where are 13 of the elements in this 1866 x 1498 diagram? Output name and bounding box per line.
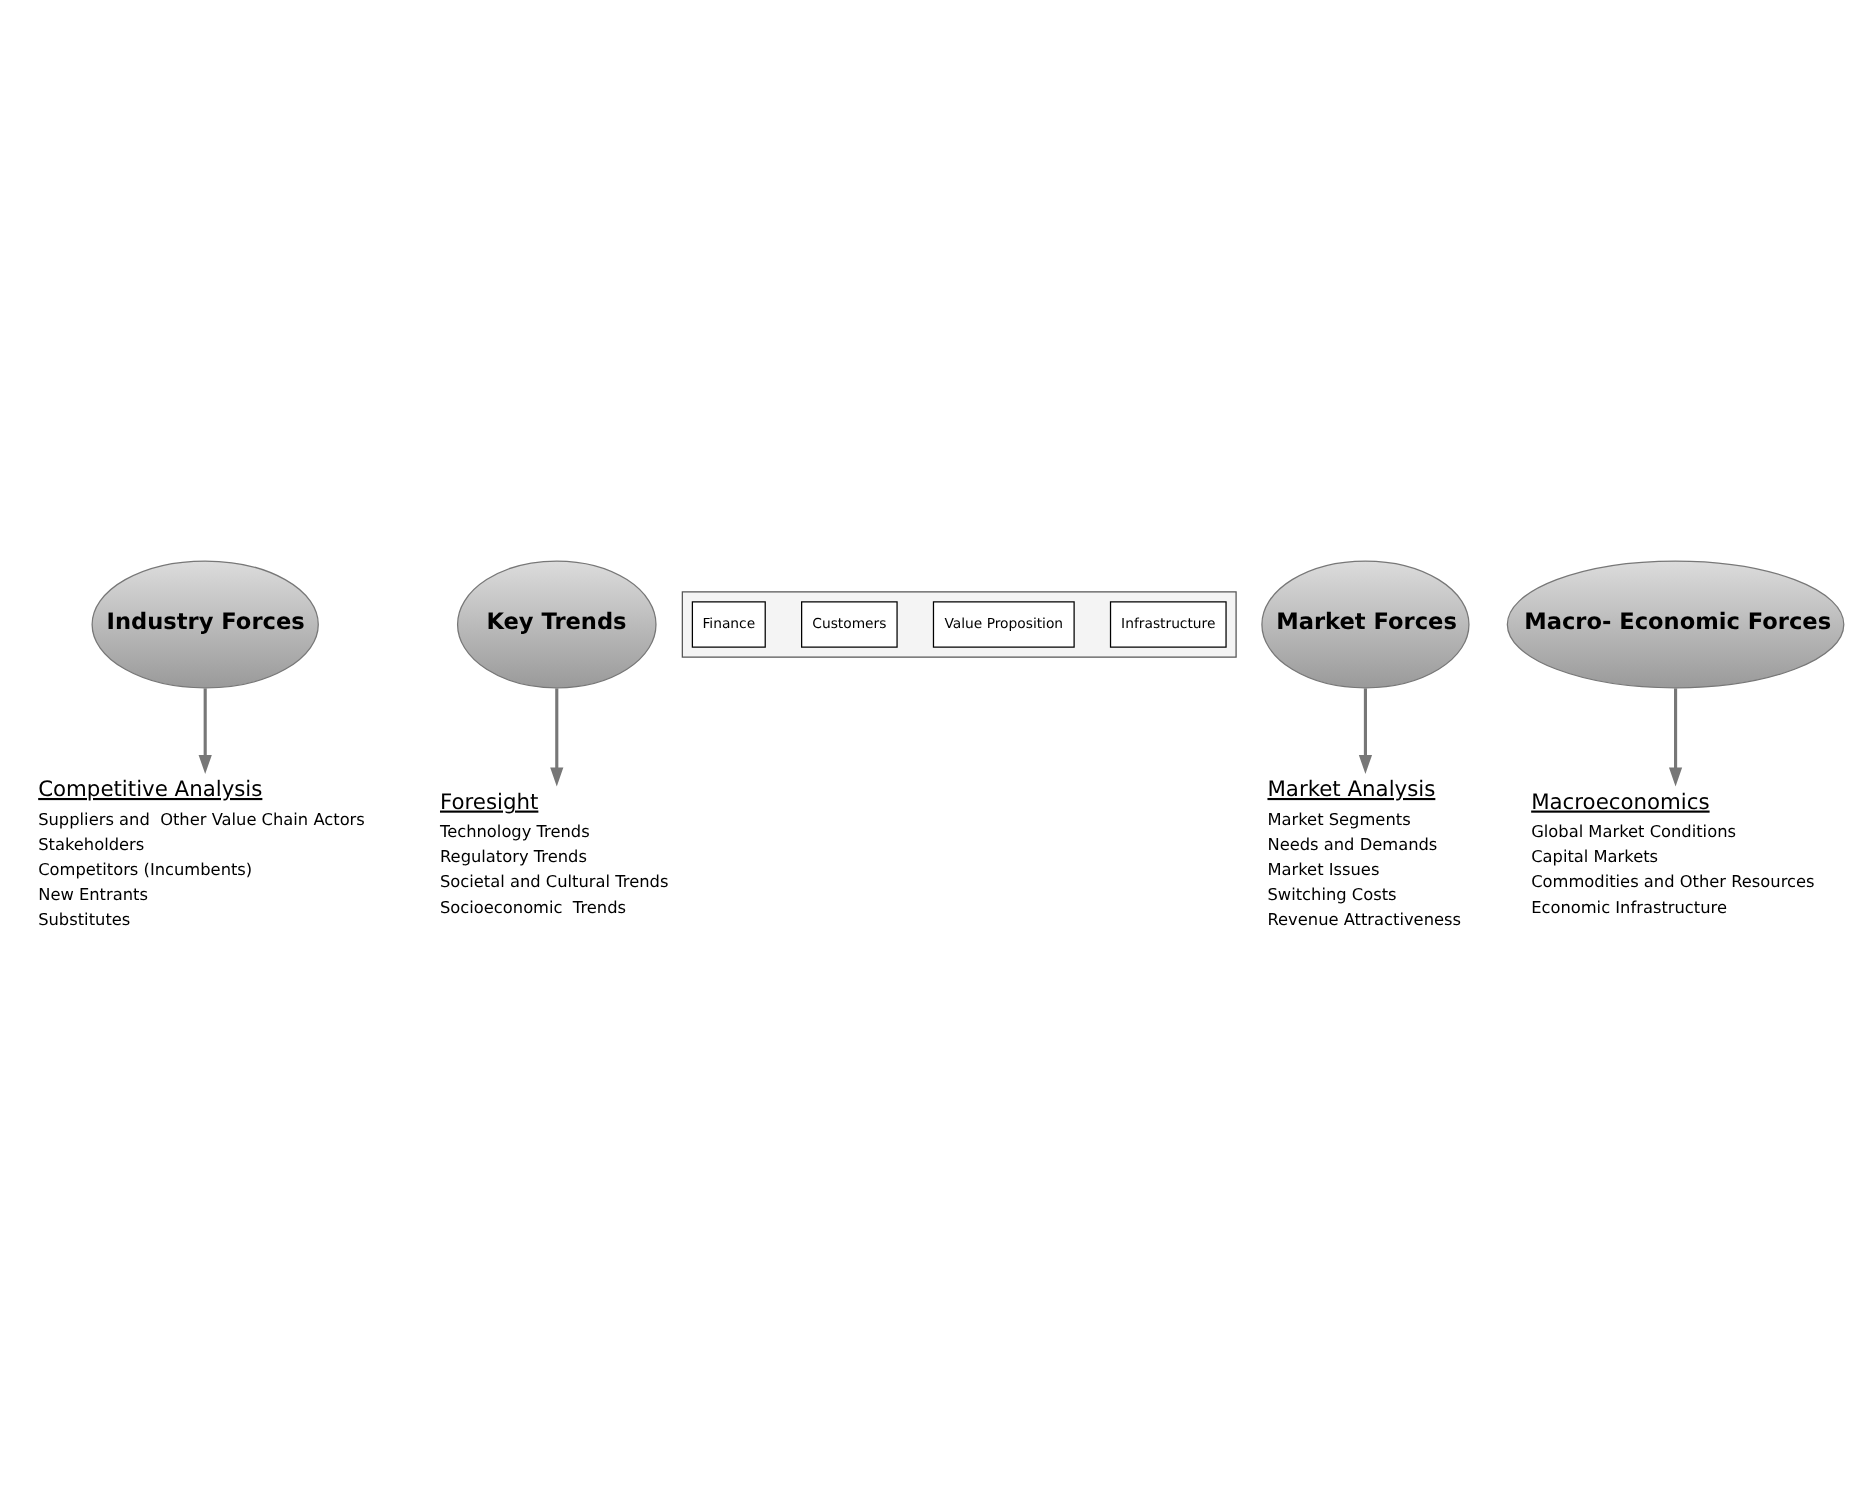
arrow [1668,687,1683,786]
node-ellipse: Market Forces [1261,559,1470,688]
cluster [681,590,1237,657]
node-text: Market Analysis Market Segments Needs and Demands Market Issues Switching Costs Revenue Attractiveness [1267,774,1462,929]
node-ellipse: Macro- Economic Forces [1506,559,1845,688]
arrow [1358,687,1373,773]
arrow [198,687,212,773]
node-text: Competitive Analysis Suppliers and Other Value Chain Actors Stakeholders Competitors (Incumbents) New Entrants Substitutes [38,774,365,929]
node-ellipse: Industry Forces [91,559,319,688]
node-ellipse: Key Trends [456,559,657,688]
node-text: Macroeconomics Global Market Conditions Capital Markets Commodities and Other Resources Economic Infrastructure [1531,787,1815,916]
arrow [550,687,564,786]
node-text: Foresight Technology Trends Regulatory Trends Societal and Cultural Trends Socioeconomic Trends [440,787,669,916]
